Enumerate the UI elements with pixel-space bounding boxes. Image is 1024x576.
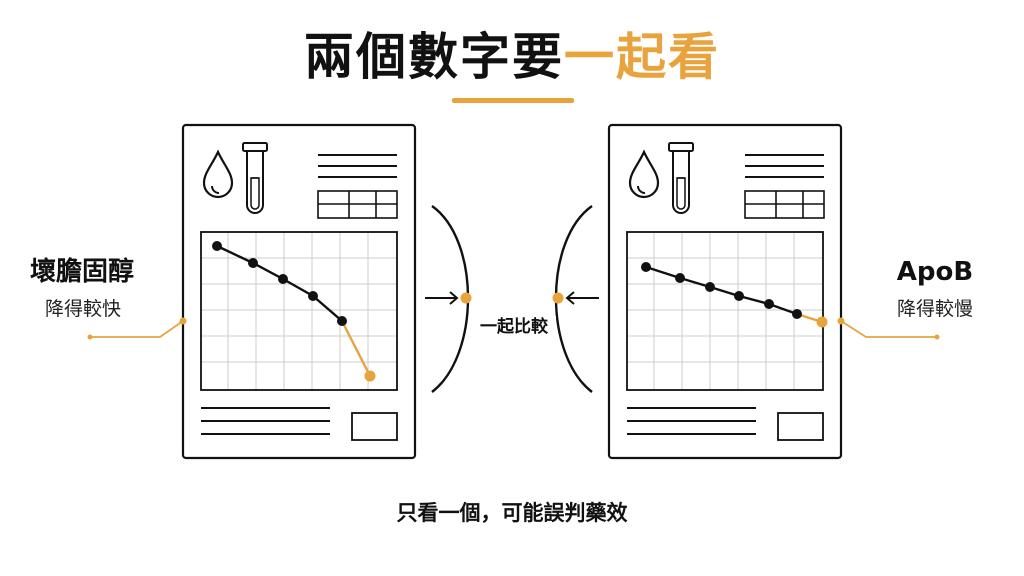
footer-caption: 只看一個，可能誤判藥效 xyxy=(396,501,628,525)
left-trend-text: 降得較快 xyxy=(45,298,122,320)
left-chart-grid xyxy=(201,232,397,390)
title-underline xyxy=(452,98,574,103)
left-connector-dot xyxy=(460,292,472,304)
report-footer-lines xyxy=(627,407,756,435)
right-callout-leader xyxy=(837,317,940,340)
right-trend-line xyxy=(641,262,828,328)
page-title: 兩個數字要一起看 xyxy=(0,22,1024,92)
right-chart-grid xyxy=(627,232,823,390)
title-accent: 一起看 xyxy=(564,28,720,86)
report-text-lines xyxy=(318,154,397,178)
center-comparison xyxy=(425,205,599,393)
right-label: ApoB xyxy=(896,257,974,287)
test-tube-icon xyxy=(668,142,694,214)
left-label: 壞膽固醇 xyxy=(30,257,135,287)
right-trend-text: 降得較慢 xyxy=(896,298,973,320)
title-main: 兩個數字要 xyxy=(304,28,564,86)
drop-icon xyxy=(202,149,234,199)
right-arrow-icon xyxy=(565,291,599,305)
report-footer-lines xyxy=(201,407,330,435)
report-table xyxy=(744,190,825,219)
left-trend-line xyxy=(212,241,376,382)
left-arrow-icon xyxy=(425,291,459,305)
right-report xyxy=(607,123,843,460)
left-report xyxy=(181,123,417,460)
drop-icon xyxy=(628,149,660,199)
compare-label: 一起比較 xyxy=(472,316,556,338)
report-box xyxy=(351,412,398,441)
report-box xyxy=(777,412,824,441)
right-connector-dot xyxy=(552,292,564,304)
test-tube-icon xyxy=(242,142,268,214)
report-text-lines xyxy=(745,154,824,178)
report-table xyxy=(317,190,398,219)
left-callout-leader xyxy=(87,317,187,340)
